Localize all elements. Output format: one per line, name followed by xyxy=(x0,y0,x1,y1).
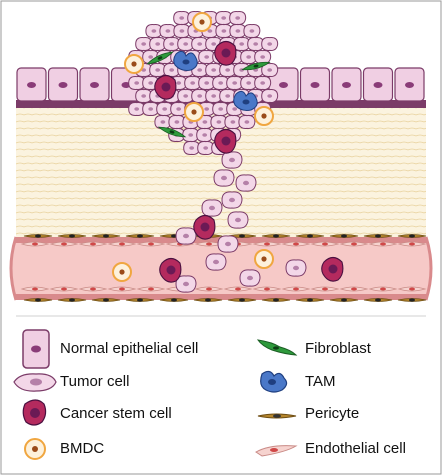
tam xyxy=(173,50,198,71)
legend-label-normal-epithelial-cell: Normal epithelial cell xyxy=(60,340,199,357)
tumor-cell xyxy=(175,227,197,245)
tumor-cell xyxy=(142,102,160,116)
tumor-cell xyxy=(254,76,272,90)
pericyte-row-bottom xyxy=(23,298,427,302)
epithelial-cell xyxy=(394,67,425,102)
tumor-cell xyxy=(221,151,243,169)
tumor-cell xyxy=(285,259,307,277)
tumor-cell xyxy=(227,211,249,229)
fibroblast xyxy=(146,51,174,65)
bmdc xyxy=(124,54,144,74)
tumor-cell xyxy=(175,275,197,293)
pericyte-icon xyxy=(257,413,297,419)
tumor-mass xyxy=(112,11,344,293)
legend-label-fibroblast: Fibroblast xyxy=(305,340,371,357)
endothelial-cell-icon xyxy=(255,445,298,457)
cancer-stem-cell xyxy=(159,257,182,283)
cancer-stem-cell xyxy=(193,214,216,240)
tumor-cell xyxy=(235,174,257,192)
fibroblast xyxy=(241,61,271,71)
epithelial-cell xyxy=(16,67,47,102)
tumor-cell xyxy=(261,37,279,51)
bmdc-icon xyxy=(24,438,46,460)
tam-icon xyxy=(260,370,288,393)
cancer-stem-cell xyxy=(154,74,177,100)
cancer-stem-cell xyxy=(214,128,237,154)
tumor-cell xyxy=(201,199,223,217)
epithelial-cell xyxy=(299,67,331,102)
legend-label-tumor-cell: Tumor cell xyxy=(60,373,130,390)
bmdc xyxy=(254,106,274,126)
endothelial-cell-row-top xyxy=(20,241,427,247)
tumor-cell xyxy=(254,50,272,64)
tumor-cell xyxy=(182,128,200,142)
bmdc xyxy=(254,249,274,269)
tumor-cell xyxy=(217,235,239,253)
epithelial-cell xyxy=(47,67,79,102)
tumor-cell xyxy=(184,76,202,90)
bmdc xyxy=(112,262,132,282)
epithelial-cell xyxy=(79,67,110,102)
bmdc xyxy=(192,12,212,32)
normal-epithelial-cell-icon xyxy=(22,329,50,369)
tumor-cell xyxy=(261,89,279,103)
epithelial-cell xyxy=(362,67,394,102)
legend-label-cancer-stem-cell: Cancer stem cell xyxy=(60,405,172,422)
cancer-stem-cell-icon xyxy=(22,399,47,426)
legend-label-tam: TAM xyxy=(305,373,336,390)
cancer-stem-cell xyxy=(321,256,344,282)
tumor-cell xyxy=(196,128,214,142)
tumor-cell xyxy=(229,11,247,25)
legend-label-pericyte: Pericyte xyxy=(305,405,360,422)
epithelial-cell xyxy=(331,67,362,102)
fibroblast xyxy=(157,126,187,138)
legend xyxy=(13,329,298,460)
tam xyxy=(233,90,258,111)
tumor-cell xyxy=(221,191,243,209)
tumor-cell xyxy=(239,269,261,287)
tumor-cell xyxy=(159,24,177,38)
tumor-cell xyxy=(183,141,201,155)
fibroblast-icon xyxy=(256,339,298,356)
tumor-cell xyxy=(238,115,256,129)
tumor-cell-icon xyxy=(13,373,57,392)
tumor-cell xyxy=(213,169,235,187)
tumor-cell xyxy=(243,24,261,38)
pericyte-row-top xyxy=(23,234,427,238)
cancer-stem-cell xyxy=(214,40,237,66)
legend-label-bmdc: BMDC xyxy=(60,440,105,457)
legend-label-endothelial-cell: Endothelial cell xyxy=(305,440,406,457)
bmdc xyxy=(184,102,204,122)
tumor-cell xyxy=(205,253,227,271)
